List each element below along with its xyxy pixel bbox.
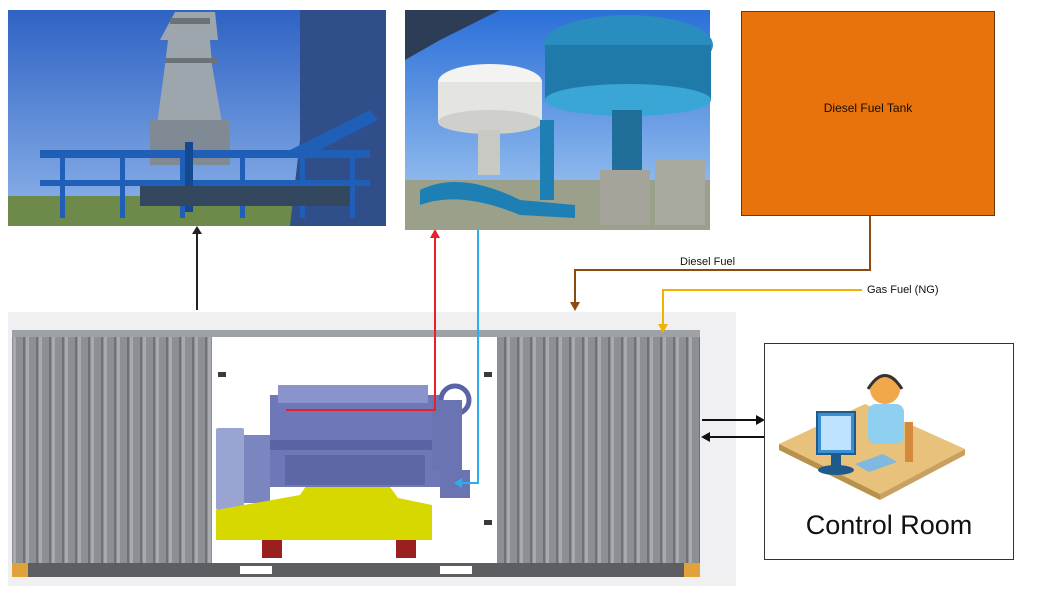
diesel-fuel-tank: Diesel Fuel Tank bbox=[741, 11, 995, 216]
gas-fuel-line bbox=[658, 289, 862, 333]
cooling-towers-photo bbox=[405, 10, 713, 230]
control-room-box: Control Room bbox=[764, 343, 1014, 560]
gas-fuel-label: Gas Fuel (NG) bbox=[867, 284, 939, 296]
hot-water-line bbox=[286, 229, 440, 411]
operator-workstation-icon bbox=[779, 374, 965, 500]
control-room-label: Control Room bbox=[805, 510, 973, 540]
control-link-arrows bbox=[701, 415, 765, 442]
diesel-fuel-tank-label: Diesel Fuel Tank bbox=[823, 100, 913, 115]
exhaust-stack-photo bbox=[8, 10, 386, 226]
container-right-panel bbox=[497, 337, 700, 565]
cold-water-line bbox=[454, 230, 479, 488]
diesel-fuel-line bbox=[570, 216, 871, 311]
container-roof bbox=[12, 330, 700, 338]
diesel-fuel-label: Diesel Fuel bbox=[680, 256, 736, 268]
exhaust-arrow bbox=[192, 226, 202, 310]
container-base bbox=[12, 563, 700, 577]
container-left-panel bbox=[12, 337, 212, 565]
